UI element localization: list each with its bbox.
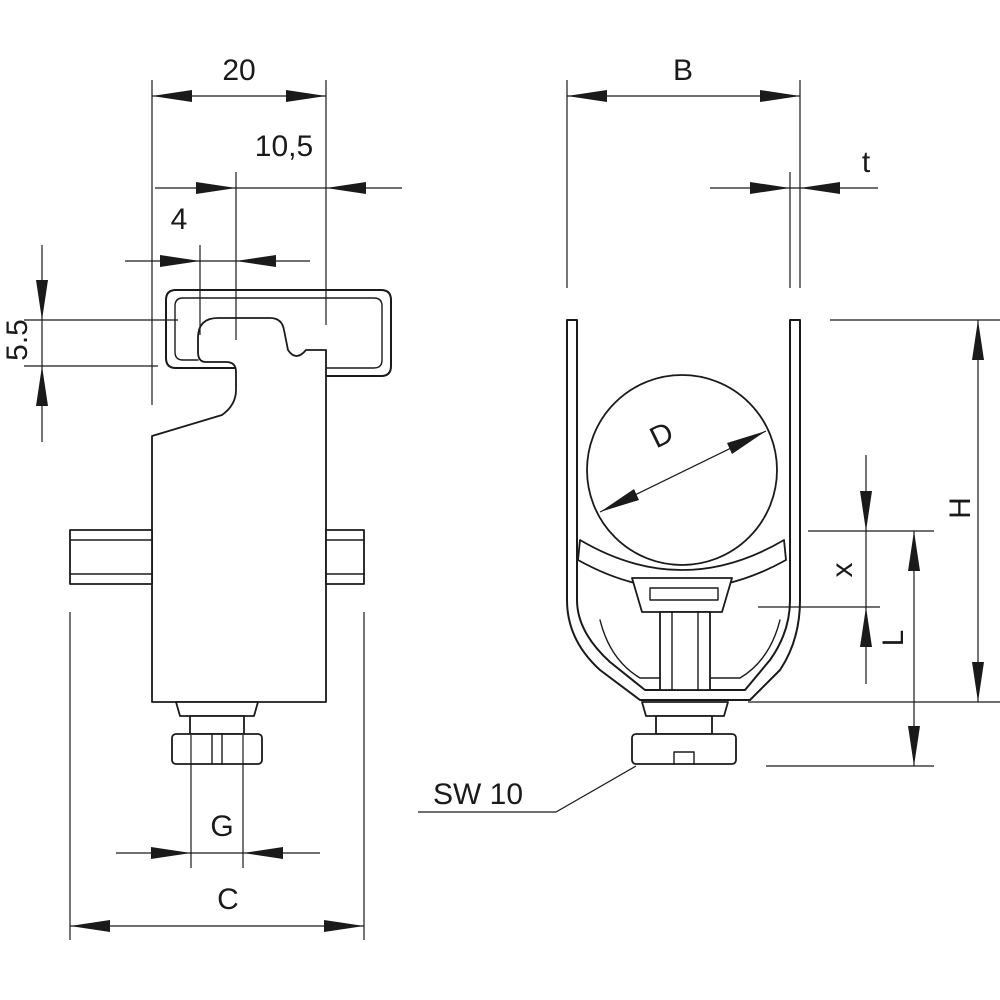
sw10-leader [418, 765, 637, 813]
front-bolt-head [631, 577, 733, 613]
label-b: B [673, 54, 693, 87]
front-clip-outer [566, 319, 801, 701]
side-pin-right [325, 529, 365, 585]
side-body [151, 317, 327, 703]
dimensions [24, 80, 1000, 940]
label-5-5: 5.5 [1, 319, 34, 361]
label-c: C [217, 883, 239, 916]
side-pin-left [69, 529, 153, 585]
front-nut [631, 733, 737, 765]
side-clip-inner [174, 297, 383, 369]
front-bolt-shaft [659, 611, 711, 691]
side-stem [189, 715, 245, 735]
side-clip-outer [165, 289, 392, 377]
label-sw10: SW 10 [433, 778, 523, 811]
label-4: 4 [171, 203, 188, 236]
label-g: G [210, 810, 233, 843]
front-washer [641, 701, 729, 717]
label-l: L [877, 630, 910, 647]
label-t: t [862, 146, 871, 179]
label-h: H [944, 497, 977, 519]
pipe-circle [586, 374, 778, 566]
front-stem [655, 715, 713, 735]
label-x: x [826, 563, 859, 578]
front-view [566, 319, 801, 765]
label-10-5: 10,5 [255, 130, 313, 163]
side-nut [171, 733, 263, 765]
side-view [69, 289, 392, 765]
side-washer [175, 701, 259, 717]
labels: 20 10,5 4 5.5 B t D H x L G C SW 10 [1, 54, 977, 916]
label-20: 20 [222, 54, 255, 87]
